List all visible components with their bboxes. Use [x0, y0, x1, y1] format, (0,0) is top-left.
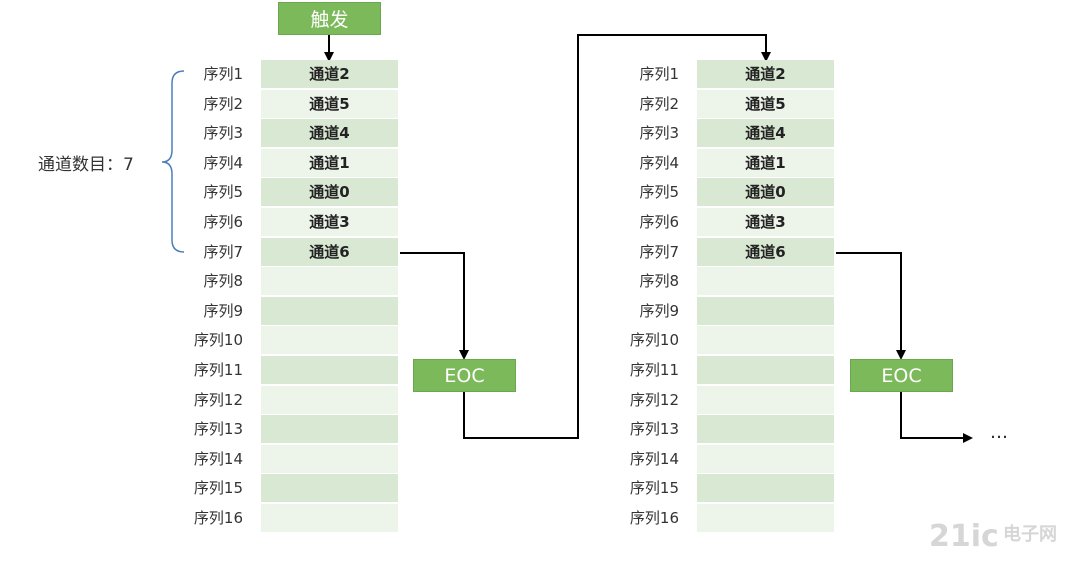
sequence-label-right: 序列14: [629, 449, 679, 468]
channel-cell-right: 通道5: [697, 89, 834, 119]
svg-text:电子网: 电子网: [1003, 523, 1057, 545]
channel-cell-left: 通道3: [261, 208, 398, 237]
channel-cell-left: 通道6: [261, 237, 398, 267]
sequence-label-right: 序列8: [639, 272, 679, 291]
channel-cell-right: [697, 356, 834, 385]
channel-cell-left: [261, 296, 398, 326]
channel-cell-left: 通道0: [261, 178, 398, 208]
eoc-box-right: EOC: [850, 359, 953, 392]
sequence-label-right: 序列7: [639, 242, 679, 261]
sequence-label-right: 序列12: [629, 390, 679, 409]
channel-cell-left: [261, 444, 398, 474]
channel-cell-right: [697, 474, 834, 504]
sequence-label-right: 序列1: [639, 65, 679, 83]
channel-cell-left: [261, 415, 398, 445]
channel-cell-left: [261, 474, 398, 504]
channel-cell-left: 通道4: [261, 119, 398, 149]
channel-cell-left: [261, 326, 398, 356]
sequence-label-right: 序列13: [629, 420, 679, 439]
eoc-box-left: EOC: [413, 359, 516, 392]
channel-cell-right: 通道0: [697, 178, 834, 208]
sequence-label-left: 序列16: [193, 509, 243, 527]
continuation-ellipsis: …: [990, 422, 1010, 443]
channel-cell-right: [697, 504, 834, 533]
channel-cell-right: [697, 444, 834, 474]
sequence-label-left: 序列11: [193, 361, 243, 379]
channel-count-label: 通道数目：7: [38, 155, 134, 175]
sequence-label-left: 序列1: [203, 65, 243, 83]
sequence-label-right: 序列10: [629, 331, 679, 350]
sequence-label-right: 序列3: [639, 124, 679, 143]
sequence-label-left: 序列12: [193, 390, 243, 409]
svg-text:21ic: 21ic: [929, 519, 999, 554]
channel-cell-right: [697, 326, 834, 356]
channel-cell-left: 通道2: [261, 60, 398, 89]
channel-cell-left: 通道1: [261, 148, 398, 178]
sequence-label-right: 序列5: [639, 183, 679, 202]
channel-cell-right: 通道3: [697, 208, 834, 237]
watermark-logo: 21ic 电子网: [929, 519, 1057, 554]
sequence-label-left: 序列5: [203, 183, 243, 202]
channel-cell-right: [697, 267, 834, 297]
sequence-label-right: 序列9: [639, 301, 679, 320]
channel-cell-left: 通道5: [261, 89, 398, 119]
channel-cell-right: [697, 385, 834, 415]
channel-cell-right: 通道2: [697, 60, 834, 89]
channel-cell-left: [261, 504, 398, 533]
sequence-label-left: 序列7: [203, 242, 243, 261]
eoc-to-continuation-line: [900, 392, 973, 443]
sequence-label-right: 序列16: [629, 509, 679, 527]
sequence-label-left: 序列10: [193, 331, 243, 350]
sequence-label-left: 序列8: [203, 272, 243, 291]
sequence-label-left: 序列3: [203, 124, 243, 143]
channel-cell-right: [697, 296, 834, 326]
sequence-label-left: 序列14: [193, 449, 243, 468]
sequence-end-to-eoc-line-1: [400, 252, 469, 360]
channel-cell-right: 通道1: [697, 148, 834, 178]
sequence-label-right: 序列6: [639, 213, 679, 231]
sequence-label-right: 序列11: [629, 361, 679, 379]
sequence-label-right: 序列2: [639, 94, 679, 113]
sequence-label-left: 序列13: [193, 420, 243, 439]
trigger-box: 触发: [278, 2, 381, 35]
sequence-label-left: 序列6: [203, 213, 243, 231]
channel-cell-right: 通道4: [697, 119, 834, 149]
channel-cell-left: [261, 385, 398, 415]
sequence-label-left: 序列2: [203, 94, 243, 113]
sequence-label-left: 序列4: [203, 153, 243, 172]
sequence-label-right: 序列15: [629, 479, 679, 498]
channel-cell-left: [261, 267, 398, 297]
sequence-label-right: 序列4: [639, 153, 679, 172]
sequence-end-to-eoc-line-2: [836, 252, 906, 360]
channel-cell-right: [697, 415, 834, 445]
channel-cell-left: [261, 356, 398, 385]
channel-cell-right: 通道6: [697, 237, 834, 267]
sequence-label-left: 序列9: [203, 301, 243, 320]
sequence-label-left: 序列15: [193, 479, 243, 498]
